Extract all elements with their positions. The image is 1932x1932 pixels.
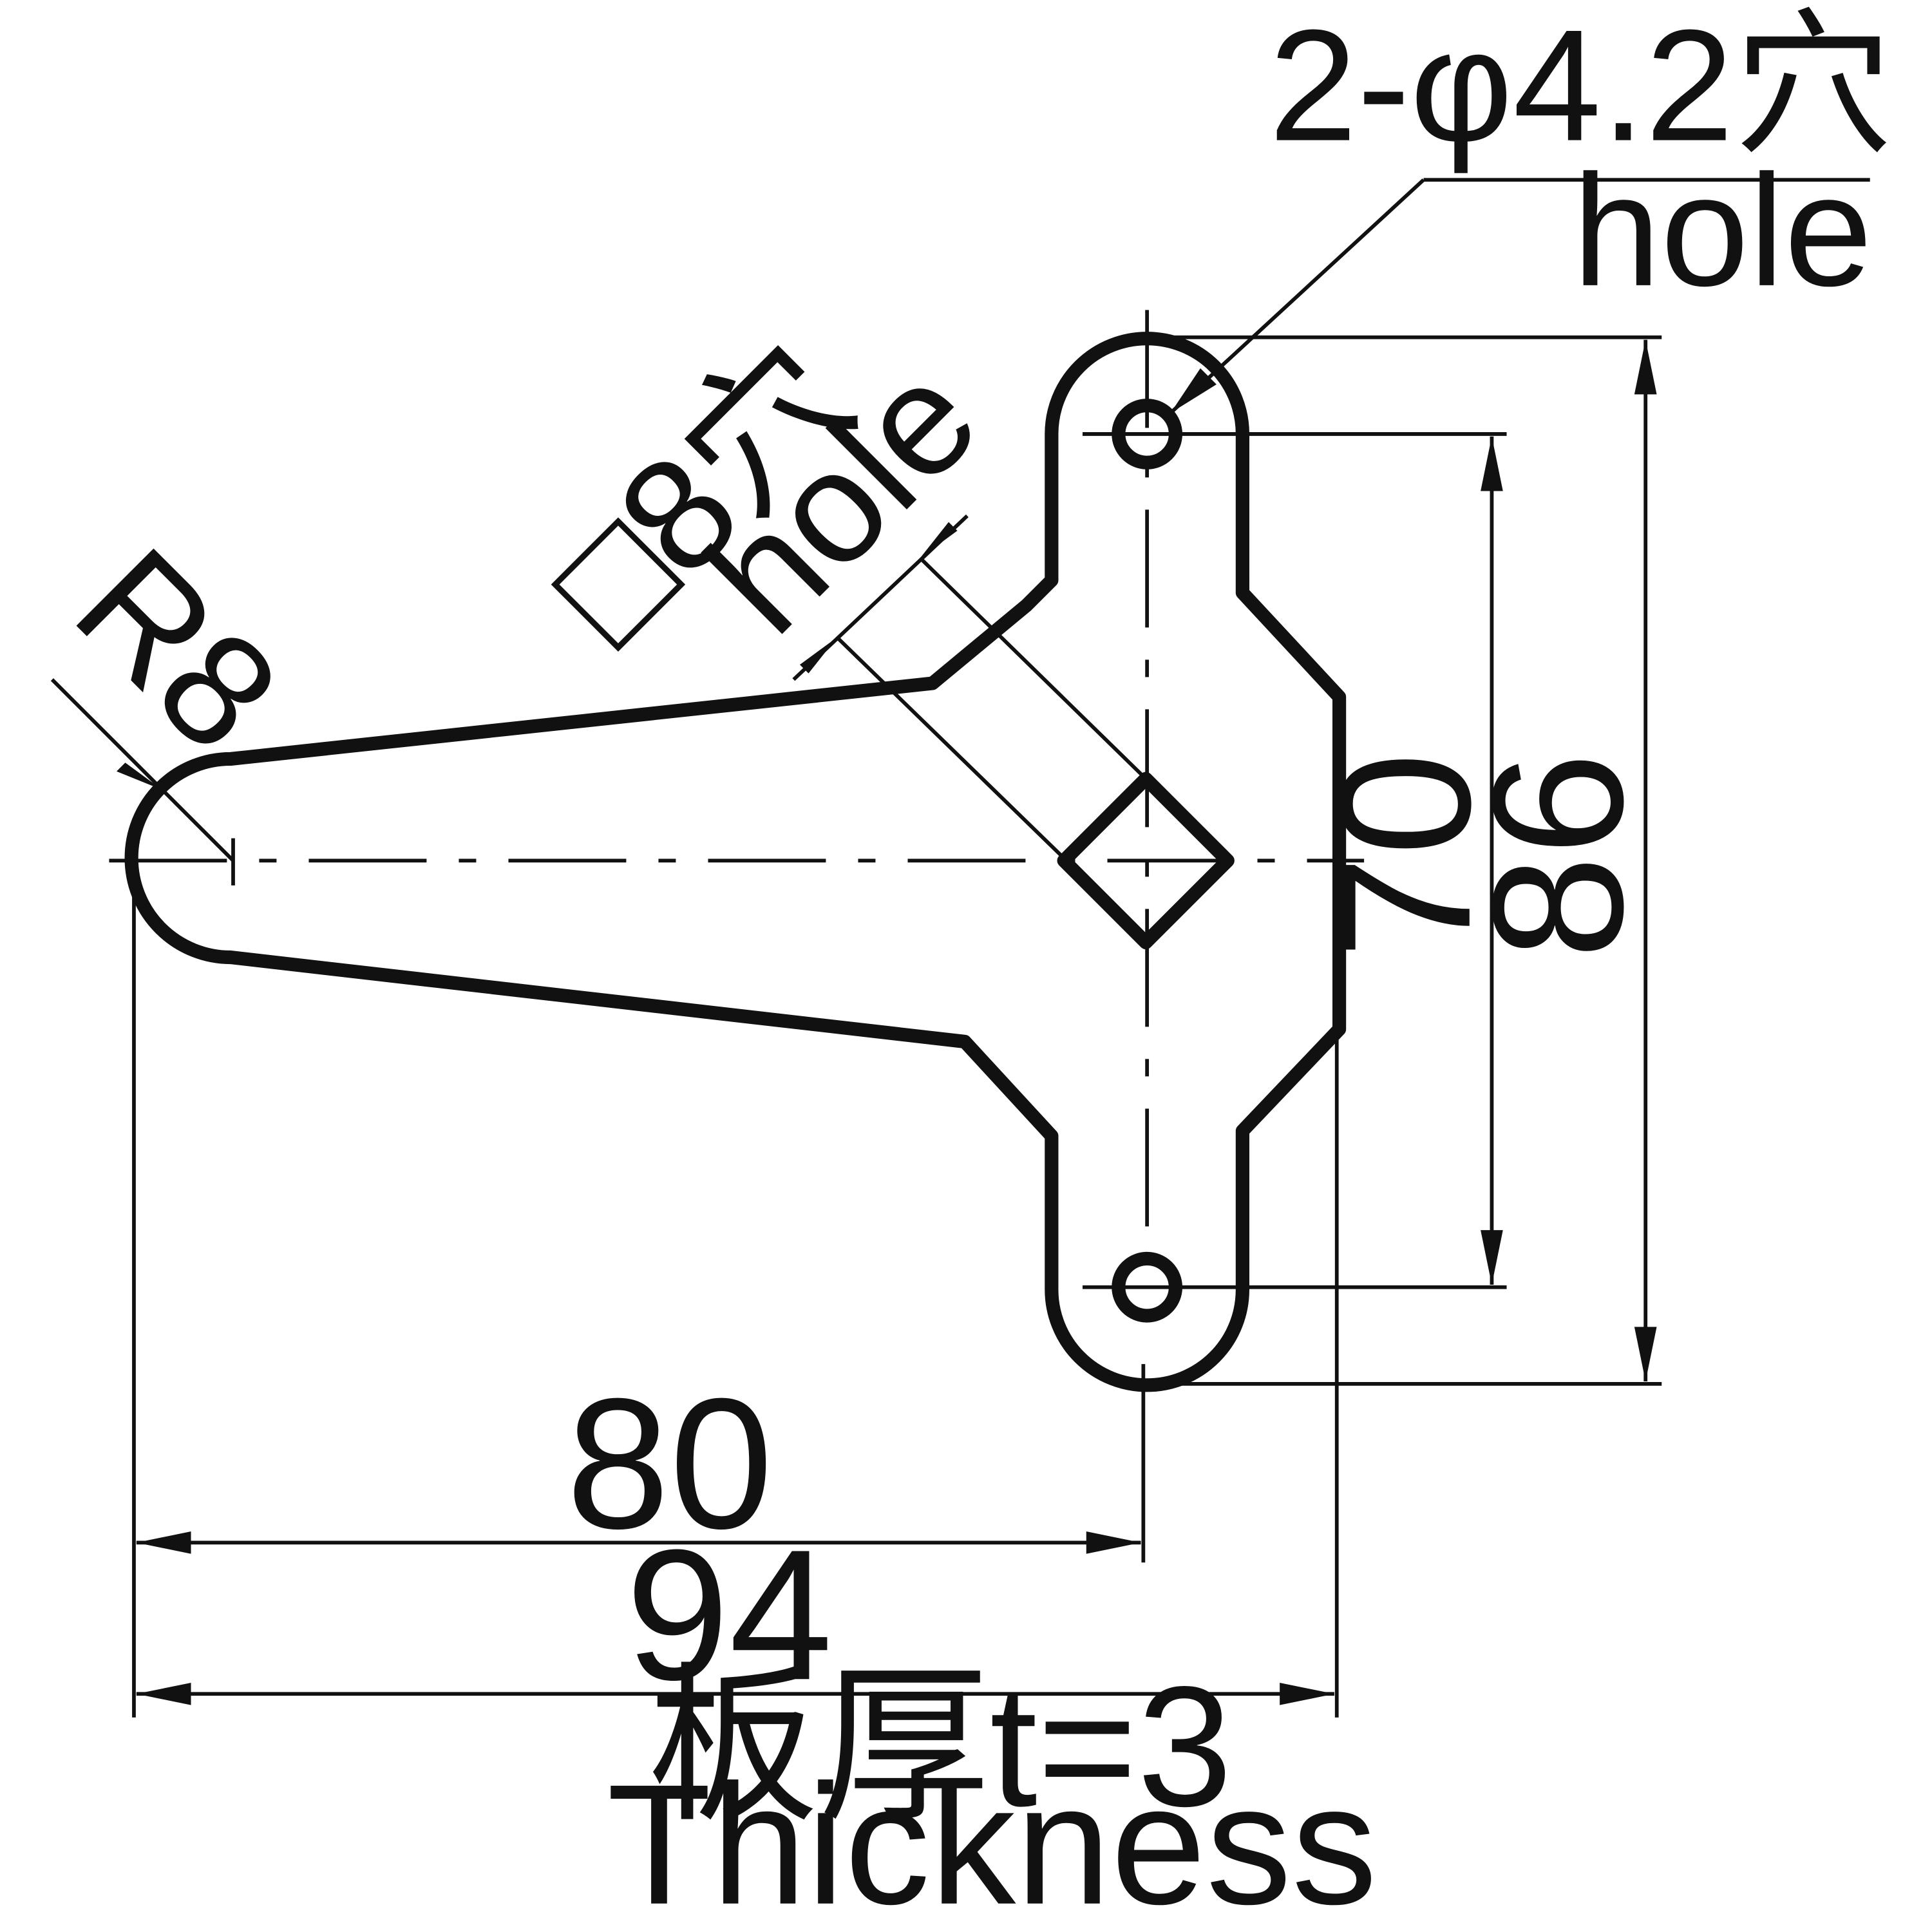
arrow-square-hole-2 [920,522,958,558]
callout-mount-hole-jp: 2-φ4.2穴 [1269,0,1892,175]
dim-text-86: 86 [1455,752,1662,959]
arrow-86-top [1634,339,1657,395]
arrow-80-right [1086,1531,1141,1554]
arrow-radius [117,762,163,790]
arrow-86-bottom [1634,1327,1657,1382]
callout-radius: R8 [43,515,312,784]
arrow-94-left [136,1682,191,1705]
note-thickness-en: Thickness [607,1749,1377,1932]
dim-text-94: 94 [626,1511,833,1719]
callout-mount-hole-en: hole [1573,142,1873,319]
arrow-square-hole-1 [799,637,837,674]
dim-text-70: 70 [1302,752,1510,959]
note-thickness-jp: 板厚t=3 [647,1651,1232,1842]
leader-square-hole-ext-2 [918,556,1148,781]
leader-radius [50,678,235,862]
dim-text-80: 80 [566,1360,773,1567]
leader-mount-hole [1169,178,1425,415]
arrow-70-bottom [1481,1230,1503,1285]
arrow-mount-hole [1170,368,1217,413]
arrow-70-top [1481,436,1503,491]
arrow-80-left [136,1531,191,1554]
arrow-94-right [1280,1682,1334,1705]
leader-square-hole-ext-1 [835,636,1068,862]
